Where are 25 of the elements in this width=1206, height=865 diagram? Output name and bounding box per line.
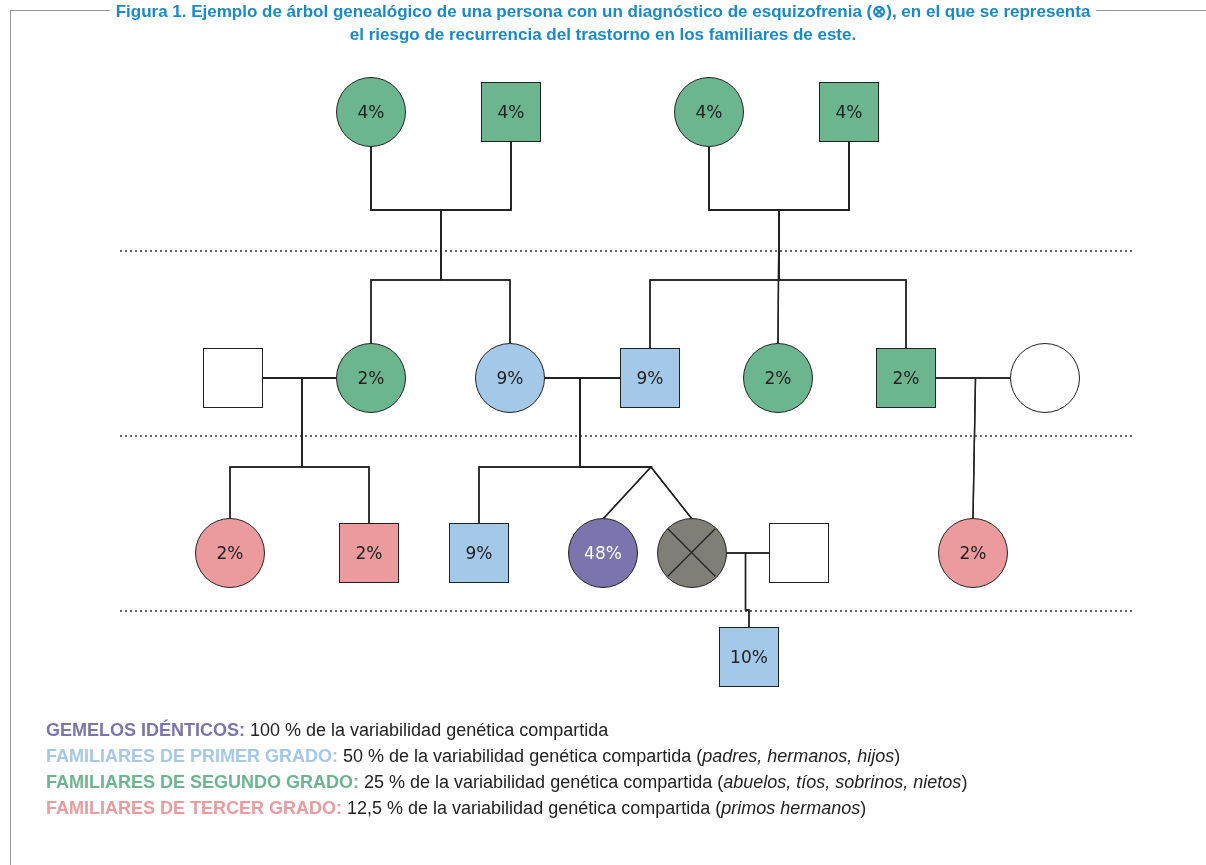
female-circle: 4%	[674, 77, 744, 147]
male-square	[203, 348, 263, 408]
legend-entry: GEMELOS IDÉNTICOS: 100 % de la variabilidad genética compartida	[46, 718, 610, 742]
legend-entry: FAMILIARES DE TERCER GRADO: 12,5 % de la variabilidad genética compartida (primos hermanos)	[46, 797, 868, 820]
female-circle: 2%	[336, 343, 406, 413]
female-circle: 2%	[743, 343, 813, 413]
male-square: 4%	[819, 82, 879, 142]
descent-line	[301, 377, 370, 524]
male-square: 9%	[449, 523, 509, 583]
descent-line	[744, 552, 770, 628]
male-square: 2%	[876, 348, 936, 408]
male-square: 4%	[481, 82, 541, 142]
male-square: 2%	[339, 523, 399, 583]
female-circle: 48%	[568, 518, 638, 588]
female-circle: 2%	[938, 518, 1008, 588]
descent-line	[972, 377, 1011, 519]
female-circle: 4%	[336, 77, 406, 147]
male-square: 10%	[719, 627, 779, 687]
descent-line	[440, 141, 512, 344]
female-circle: 2%	[195, 518, 265, 588]
female-circle: 9%	[475, 343, 545, 413]
legend-entry: FAMILIARES DE PRIMER GRADO: 50 % de la variabilidad genética compartida (padres, hermanos, hijos)	[46, 745, 902, 768]
male-square	[769, 523, 829, 583]
legend-entry: FAMILIARES DE SEGUNDO GRADO: 25 % de la variabilidad genética compartida (abuelos, tíos, sobrinos, nietos)	[46, 771, 968, 794]
male-square: 9%	[620, 348, 680, 408]
